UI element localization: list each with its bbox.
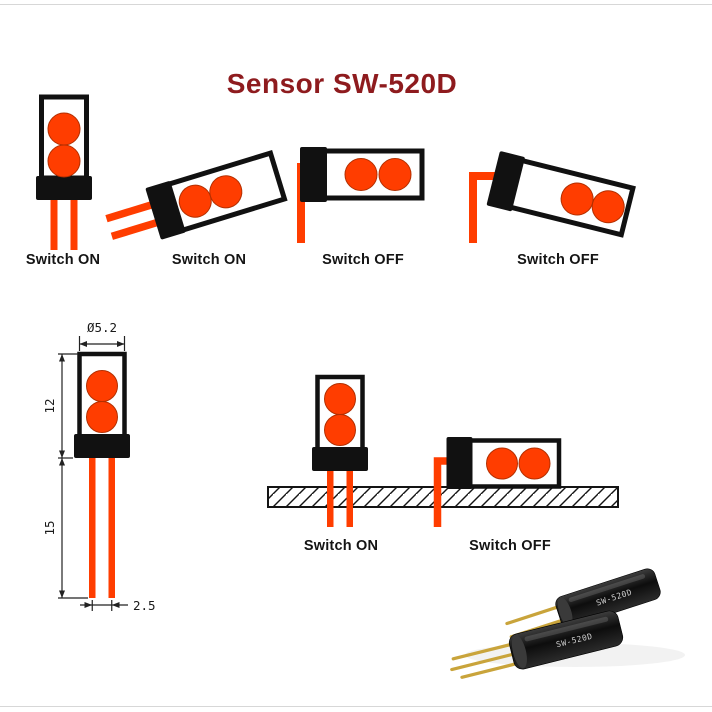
mounted-switch-off bbox=[433, 437, 562, 527]
gold-pin bbox=[451, 642, 514, 661]
switch-cap bbox=[74, 434, 130, 458]
tilt-switch-horizontal-off bbox=[297, 147, 425, 243]
mounted-switch-on bbox=[312, 374, 368, 527]
tilt-switch-vertical-on bbox=[36, 94, 92, 250]
sensor-photo-bottom: SW-520D bbox=[450, 610, 624, 679]
gold-pin bbox=[460, 662, 518, 679]
switch-cap bbox=[300, 147, 327, 202]
label-switch-state-1: Switch ON bbox=[25, 252, 101, 268]
ball bbox=[209, 175, 243, 209]
dimension-arrows bbox=[59, 341, 125, 608]
lead-pin bbox=[110, 218, 159, 240]
switch-cap bbox=[312, 447, 368, 471]
ball bbox=[378, 158, 412, 191]
pcb-board bbox=[267, 486, 619, 508]
dimension-drawing: Ø5.2 12 15 2.5 bbox=[42, 320, 156, 613]
sensor-photo-top: SW-520D bbox=[505, 568, 661, 639]
lead-pin-bent bbox=[469, 172, 500, 243]
lead-pin bbox=[105, 201, 154, 223]
lead-pin bbox=[327, 471, 334, 527]
ball bbox=[47, 112, 81, 146]
dim-lead-pitch: 2.5 bbox=[133, 598, 156, 613]
tilt-switch-tilted-on bbox=[105, 149, 288, 240]
cylinder-highlight bbox=[524, 616, 609, 642]
label-mounted-on: Switch ON bbox=[303, 538, 379, 554]
switch-cap bbox=[145, 181, 186, 240]
cylinder-end-ring bbox=[557, 597, 573, 627]
lead-pin bbox=[50, 198, 58, 250]
lead-pin bbox=[346, 471, 353, 527]
gold-pin bbox=[450, 652, 516, 672]
frame-border-bottom bbox=[0, 706, 712, 707]
ball bbox=[591, 190, 625, 224]
switch-cap bbox=[486, 151, 525, 212]
label-mounted-off: Switch OFF bbox=[469, 538, 551, 554]
product-photo: SW-520D SW-520D bbox=[450, 568, 685, 679]
tilt-switch-tilted-off bbox=[469, 151, 636, 243]
ball bbox=[324, 414, 356, 446]
label-switch-state-4: Switch OFF bbox=[517, 252, 599, 268]
ball bbox=[324, 383, 356, 415]
page-title: Sensor SW-520D bbox=[226, 68, 458, 99]
sensor-cylinder bbox=[508, 610, 624, 670]
gold-pin bbox=[505, 605, 560, 626]
cylinder-highlight bbox=[568, 574, 646, 603]
dim-diameter: Ø5.2 bbox=[87, 320, 117, 335]
pcb-mounted-diagrams bbox=[267, 374, 619, 527]
dim-lead-length: 15 bbox=[42, 520, 57, 535]
switch-cap bbox=[446, 437, 473, 489]
switch-cap bbox=[36, 176, 92, 200]
ball bbox=[518, 447, 551, 480]
label-switch-state-3: Switch OFF bbox=[322, 252, 404, 268]
ball bbox=[486, 447, 518, 480]
cylinder-end-ring bbox=[511, 635, 527, 669]
ball bbox=[344, 158, 378, 191]
lead-pin bbox=[70, 198, 78, 250]
ball bbox=[47, 144, 81, 178]
lead-pin bbox=[89, 458, 96, 598]
ball bbox=[86, 401, 118, 433]
dim-body-length: 12 bbox=[42, 398, 57, 413]
lead-pin bbox=[108, 458, 115, 598]
label-switch-state-2: Switch ON bbox=[171, 252, 247, 268]
ball bbox=[86, 370, 118, 402]
frame-border-top bbox=[0, 4, 712, 5]
